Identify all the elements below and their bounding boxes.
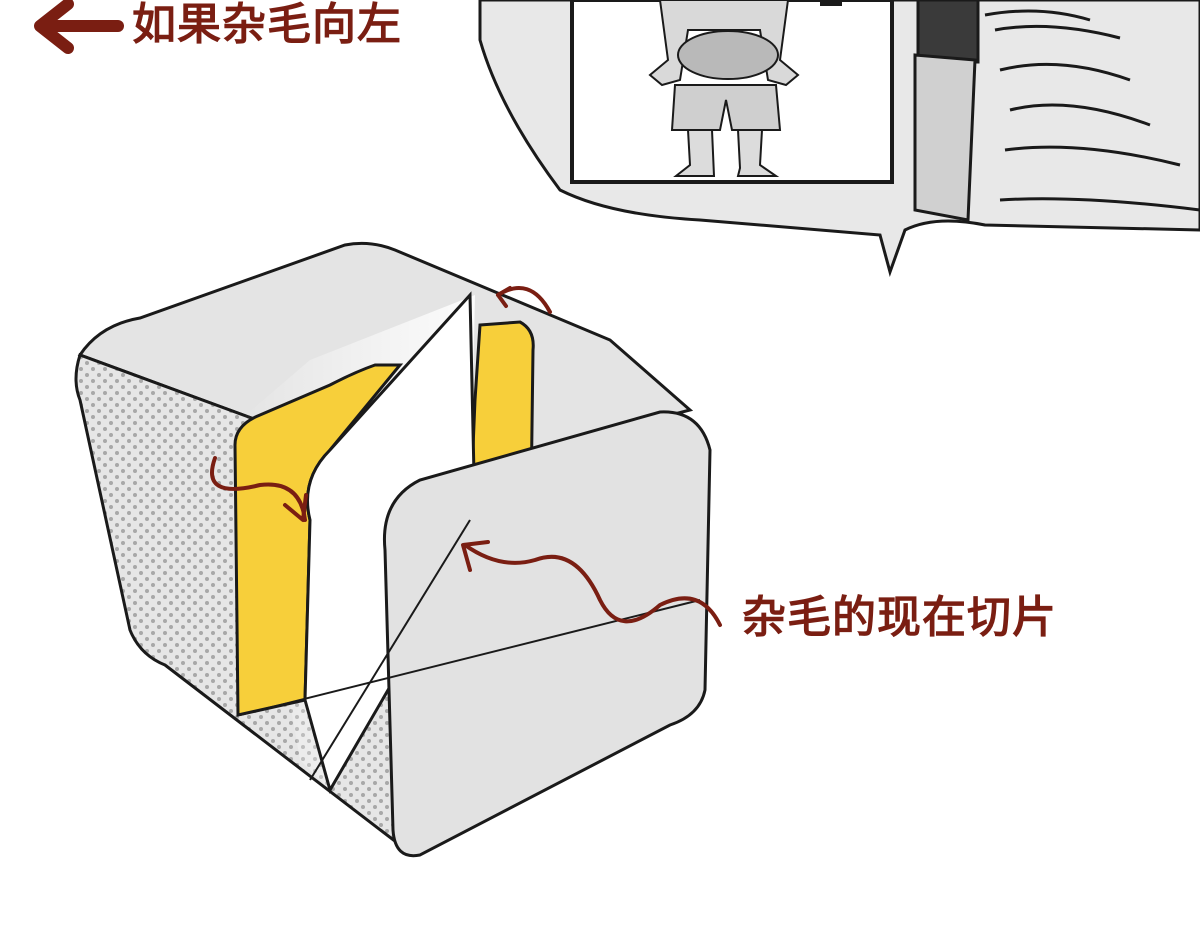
block-front-face	[382, 410, 712, 858]
slice-caption: 杂毛的现在切片	[742, 592, 1057, 643]
pointer-arrow-icon	[463, 543, 722, 627]
annotation-arrows	[210, 286, 722, 627]
hand-sketch	[984, 9, 1200, 212]
device-knob	[916, 0, 980, 64]
curve-arrow-icon	[210, 456, 307, 522]
block-shape	[74, 241, 712, 858]
left-arrow-icon	[34, 0, 124, 54]
character-figure	[648, 0, 800, 177]
top-caption: 如果杂毛向左	[132, 0, 402, 50]
device-illustration	[478, 0, 1200, 278]
